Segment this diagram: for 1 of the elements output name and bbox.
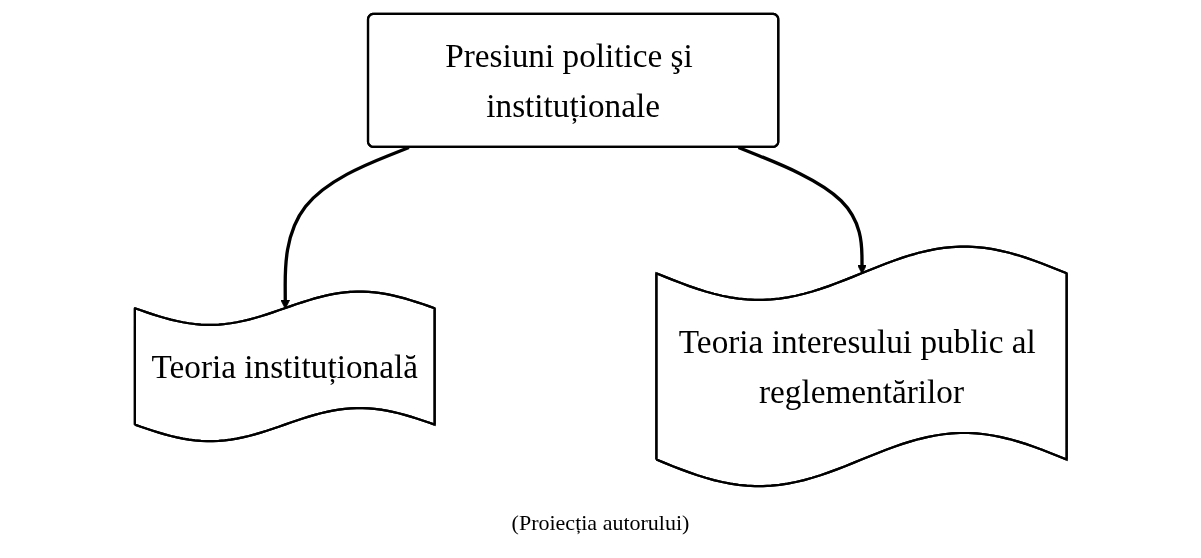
caption: (Proiecția autorului) [511, 510, 690, 536]
